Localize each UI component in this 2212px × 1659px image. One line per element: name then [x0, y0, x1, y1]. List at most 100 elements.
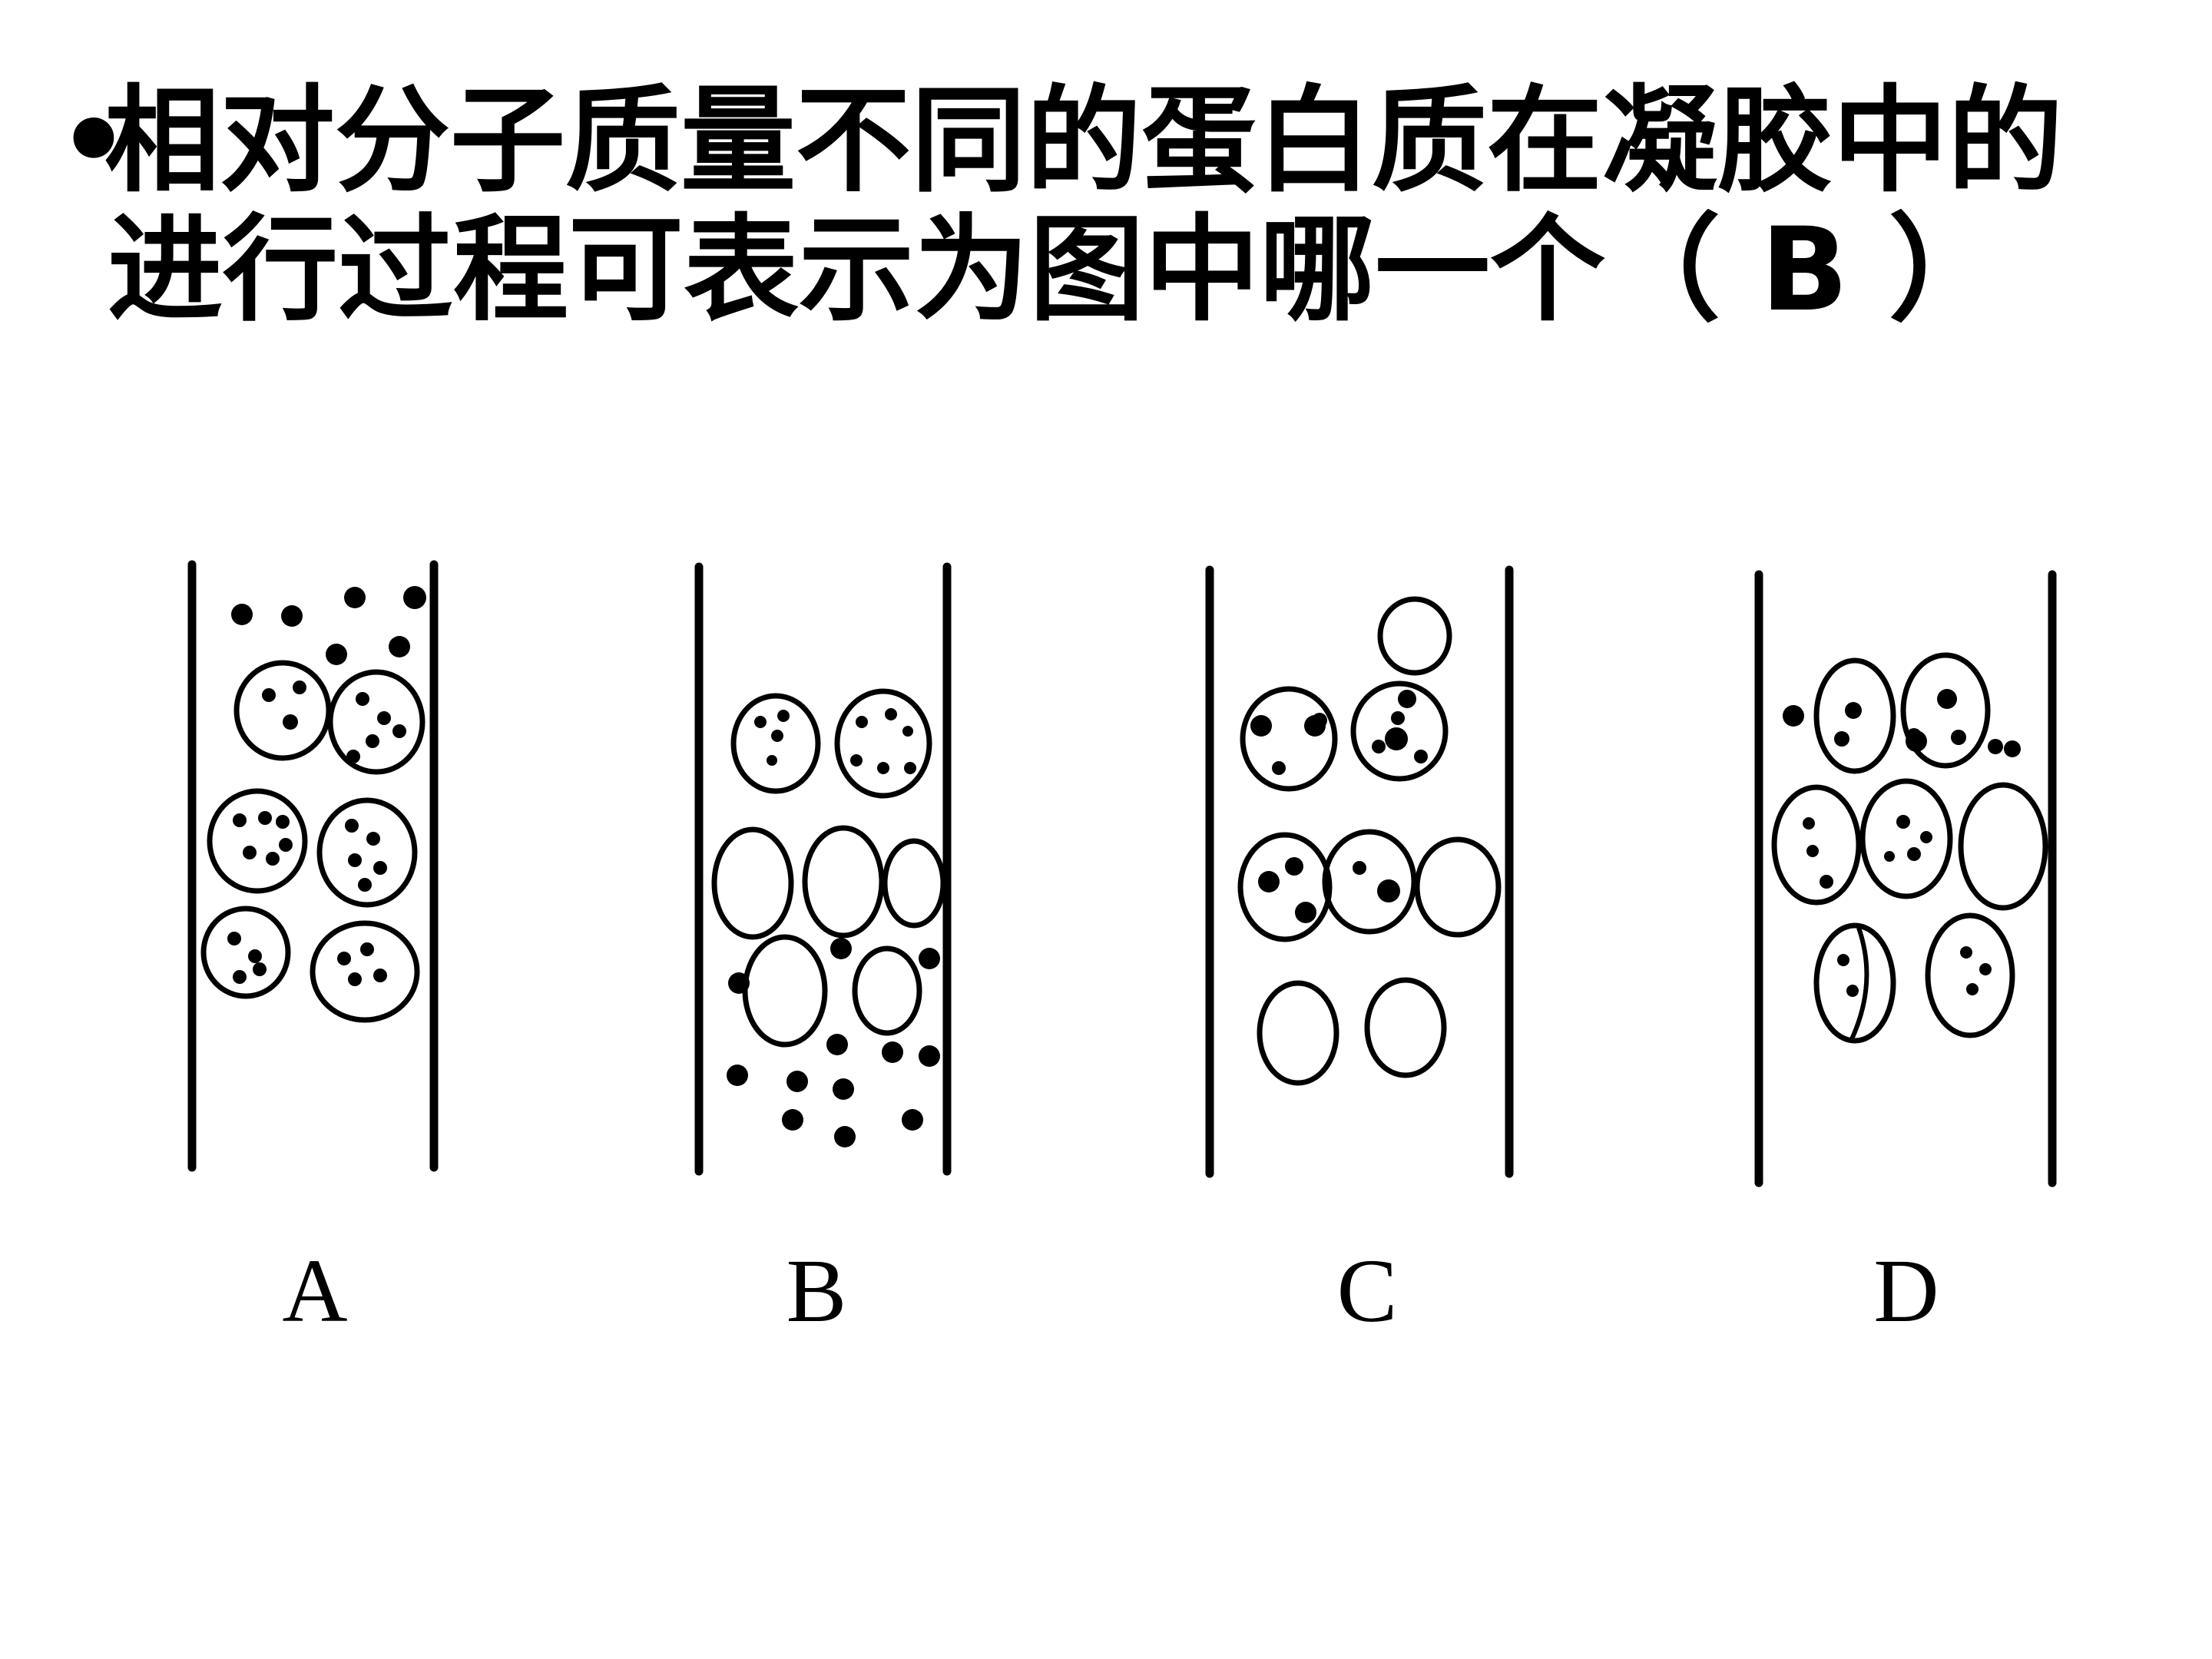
protein-molecule [392, 724, 406, 738]
gel-bead [200, 906, 291, 999]
protein-molecule [262, 688, 276, 702]
protein-molecule [1979, 963, 1992, 975]
protein-molecule [1951, 730, 1966, 745]
protein-molecule [283, 714, 298, 730]
protein-molecule [1960, 946, 1972, 959]
gel-bead [327, 669, 426, 775]
protein-molecule [1806, 845, 1819, 857]
protein-aggregate [1295, 902, 1316, 923]
protein-molecule [348, 853, 362, 867]
protein-molecule [877, 762, 889, 774]
panel-label: D [1873, 1240, 1939, 1341]
protein-molecule [727, 1065, 748, 1086]
protein-molecule [1937, 689, 1957, 709]
gel-bead [1257, 980, 1339, 1086]
gel-bead [1322, 829, 1417, 935]
protein-molecule [834, 1126, 856, 1147]
gel-bead [1237, 832, 1333, 942]
gel-bead [1350, 680, 1449, 782]
protein-molecule [279, 838, 293, 852]
bead-split-line [1849, 927, 1869, 1042]
gel-bead [882, 838, 946, 929]
protein-molecule [902, 726, 913, 737]
protein-molecule [1414, 750, 1428, 763]
protein-molecule [366, 734, 379, 748]
gel-column-panel-d: D [1754, 570, 2057, 1341]
gel-bead [1377, 596, 1452, 676]
protein-molecule [1372, 740, 1386, 753]
question-line-1-text: 相对分子质量不同的蛋白质在凝胶中的 [104, 75, 2064, 208]
gel-bead [1958, 782, 2048, 911]
protein-molecule [1896, 815, 1910, 829]
protein-molecule [885, 708, 897, 720]
protein-molecule [902, 1109, 923, 1131]
gel-bead [834, 688, 932, 799]
protein-molecule [1391, 711, 1405, 725]
protein-aggregate [1398, 690, 1416, 708]
protein-molecule [1803, 817, 1815, 830]
gel-bead [852, 945, 922, 1036]
protein-molecule [403, 586, 426, 609]
protein-aggregate [1906, 730, 1927, 752]
protein-aggregate [1377, 879, 1400, 902]
protein-molecule [373, 969, 387, 982]
protein-aggregate [1783, 705, 1804, 727]
protein-molecule [360, 942, 374, 956]
protein-molecule [850, 754, 863, 767]
protein-molecule [248, 949, 262, 963]
protein-molecule [904, 762, 916, 774]
protein-molecule [346, 750, 360, 763]
protein-aggregate [1250, 715, 1272, 737]
protein-molecule [771, 730, 783, 742]
protein-molecule [337, 952, 351, 965]
protein-molecule [1920, 831, 1932, 843]
gel-bead [1925, 912, 2015, 1038]
panel-label: B [786, 1240, 847, 1341]
protein-molecule [919, 1045, 940, 1067]
gel-bead [1771, 784, 1862, 906]
protein-molecule [1837, 954, 1849, 966]
gel-bead [1414, 836, 1502, 938]
protein-aggregate [1304, 715, 1326, 737]
gel-bead [310, 920, 420, 1023]
protein-molecule [1884, 851, 1895, 862]
protein-molecule [919, 948, 940, 969]
protein-molecule [856, 716, 868, 728]
gel-bead [233, 660, 332, 761]
protein-aggregate [1385, 727, 1408, 750]
gel-bead [1364, 977, 1447, 1078]
protein-molecule [1820, 875, 1833, 889]
gel-bead [802, 825, 885, 939]
protein-aggregate [2004, 740, 2021, 757]
gel-column-panel-c: C [1205, 565, 1514, 1341]
protein-molecule [1907, 847, 1921, 861]
protein-molecule [358, 878, 372, 892]
protein-molecule [281, 605, 303, 627]
protein-molecule [293, 680, 306, 694]
protein-molecule [345, 819, 359, 833]
gel-bead [1859, 778, 1953, 899]
gel-bead [1240, 686, 1338, 792]
protein-molecule [833, 1078, 854, 1100]
protein-molecule [1272, 761, 1286, 775]
protein-molecule [1353, 861, 1366, 875]
protein-molecule [882, 1041, 903, 1063]
protein-molecule [1845, 702, 1862, 719]
protein-molecule [231, 604, 253, 625]
gel-bead [711, 826, 794, 940]
protein-molecule [767, 755, 777, 766]
protein-molecule [1834, 731, 1849, 747]
protein-molecule [826, 1034, 848, 1055]
gel-bead [1900, 652, 1991, 769]
protein-molecule [1846, 985, 1859, 997]
protein-molecule [258, 811, 272, 825]
protein-molecule [233, 813, 247, 827]
gel-column-panel-b: B [694, 562, 952, 1341]
protein-molecule [348, 972, 362, 986]
gel-column-panel-a: A [187, 560, 439, 1341]
protein-molecule [373, 861, 387, 875]
gel-bead [316, 797, 418, 908]
question-line-2: 进行过程可表示为图中哪一个（ B ） [108, 204, 2004, 337]
panel-label: C [1337, 1240, 1398, 1341]
